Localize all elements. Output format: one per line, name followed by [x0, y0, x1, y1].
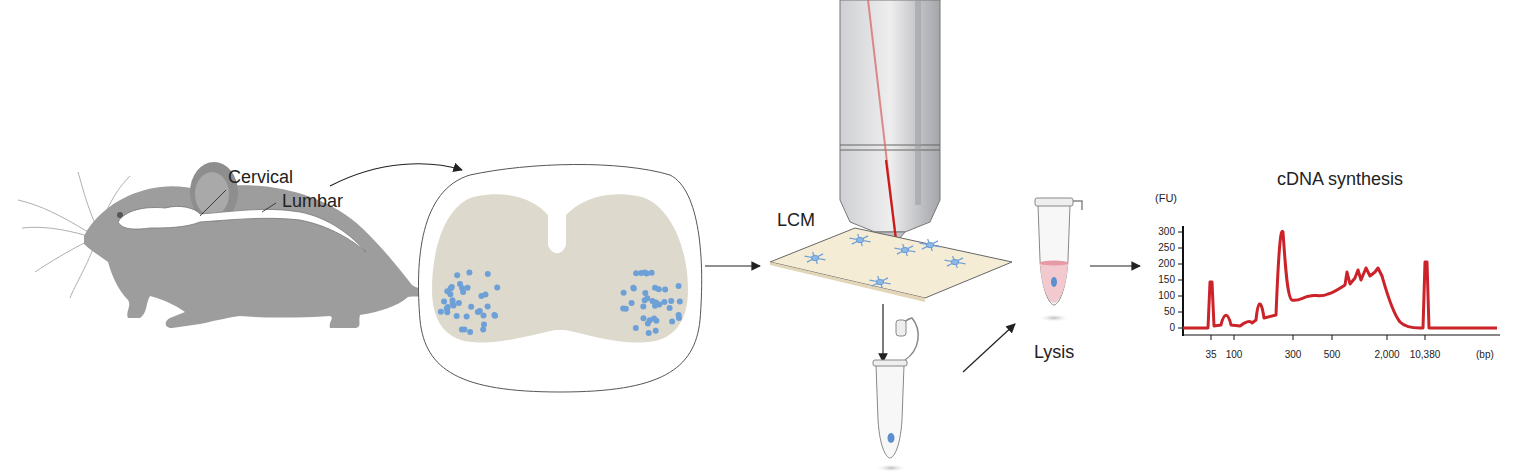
- motor-neuron-dot: [621, 290, 627, 296]
- lysis-tube: [1035, 198, 1082, 322]
- motor-neuron-dot: [668, 298, 674, 304]
- motor-neuron-dot: [485, 271, 491, 277]
- motor-neuron-dot: [631, 285, 637, 291]
- motor-neuron-dot: [441, 299, 447, 305]
- tick-label: 200: [1158, 259, 1175, 269]
- tick-label: 150: [1158, 275, 1175, 285]
- motor-neuron-dot: [647, 317, 653, 323]
- motor-neuron-dot: [644, 270, 650, 276]
- neuron-icon: [805, 252, 826, 264]
- tick-label: 100: [1226, 350, 1243, 360]
- motor-neuron-dot: [454, 272, 460, 278]
- motor-neuron-dot: [677, 299, 683, 305]
- tick-label: 300: [1158, 227, 1175, 237]
- neuron-icon: [870, 276, 891, 288]
- motor-neuron-dot: [438, 309, 444, 315]
- tick-label: 250: [1158, 243, 1175, 253]
- motor-neuron-dot: [494, 285, 500, 291]
- flow-arrow: [963, 324, 1015, 372]
- motor-neuron-dot: [656, 301, 662, 307]
- motor-neuron-dot: [652, 285, 658, 291]
- motor-neuron-dot: [641, 315, 647, 321]
- motor-neuron-dot: [445, 304, 451, 310]
- motor-neuron-dot: [676, 283, 682, 289]
- tick-label: 300: [1285, 350, 1302, 360]
- motor-neuron-dot: [465, 285, 471, 291]
- motor-neuron-dot: [447, 291, 453, 297]
- tick-label: 10,380: [1410, 350, 1441, 360]
- flow-arrow: [330, 164, 462, 186]
- neuron-icon: [920, 239, 941, 251]
- motor-neuron-dot: [461, 327, 467, 333]
- motor-neuron-dot: [630, 285, 636, 291]
- motor-neuron-dot: [485, 303, 491, 309]
- neuron-icon: [895, 244, 916, 256]
- flow-arrow: [1090, 265, 1140, 266]
- anatomy-label: Lumbar: [282, 192, 343, 210]
- motor-neuron-dot: [481, 313, 487, 319]
- mouse-illustration: [18, 162, 436, 328]
- motor-neuron-dot: [466, 270, 472, 276]
- tick-label: 35: [1205, 350, 1216, 360]
- motor-neuron-dot: [661, 299, 667, 305]
- motor-neuron-dot: [481, 322, 487, 328]
- motor-neuron-dot: [454, 313, 460, 319]
- motor-neuron-dot: [642, 290, 648, 296]
- tick-label: 2,000: [1375, 350, 1400, 360]
- collection-tube: [873, 304, 918, 472]
- tick-label: 50: [1164, 307, 1175, 317]
- motor-neuron-dot: [653, 328, 659, 334]
- motor-neuron-dot: [456, 300, 462, 306]
- tick-label: 500: [1324, 350, 1341, 360]
- tick-label: 100: [1158, 291, 1175, 301]
- motor-neuron-dot: [662, 286, 668, 292]
- spinal-cord-section: [418, 164, 701, 392]
- motor-neuron-dot: [642, 297, 648, 303]
- motor-neuron-dot: [491, 312, 497, 318]
- slide: [770, 228, 1012, 302]
- motor-neuron-dot: [480, 327, 486, 333]
- tick-label: 0: [1169, 323, 1175, 333]
- step-label: LCM: [777, 211, 815, 229]
- step-label: Lysis: [1034, 343, 1074, 361]
- microscope-objective: [840, 0, 940, 256]
- electropherogram: [1178, 226, 1500, 340]
- motor-neuron-dot: [640, 303, 646, 309]
- chart-title: cDNA synthesis: [1277, 170, 1403, 188]
- motor-neuron-dot: [449, 284, 455, 290]
- neuron-icon: [850, 234, 871, 246]
- motor-neuron-dot: [467, 329, 473, 335]
- motor-neuron-dot: [669, 318, 675, 324]
- anatomy-label: Cervical: [228, 168, 293, 186]
- motor-neuron-dot: [468, 304, 474, 310]
- neuron-icon: [945, 256, 966, 268]
- motor-neuron-dot: [633, 325, 639, 331]
- motor-neuron-dot: [464, 314, 470, 320]
- motor-neuron-dot: [629, 300, 635, 306]
- motor-neuron-dot: [483, 292, 489, 298]
- motor-neuron-dot: [646, 330, 652, 336]
- motor-neuron-dot: [650, 298, 656, 304]
- motor-neuron-dot: [450, 300, 456, 306]
- motor-neuron-dot: [623, 306, 629, 312]
- motor-neuron-dot: [667, 305, 673, 311]
- axis-unit: (bp): [1476, 350, 1494, 360]
- motor-neuron-dot: [492, 313, 498, 319]
- axis-unit: (FU): [1155, 193, 1177, 204]
- motor-neuron-dot: [457, 281, 463, 287]
- motor-neuron-dot: [633, 270, 639, 276]
- motor-neuron-dot: [475, 309, 481, 315]
- motor-neuron-dot: [676, 312, 682, 318]
- flow-arrow: [705, 265, 760, 266]
